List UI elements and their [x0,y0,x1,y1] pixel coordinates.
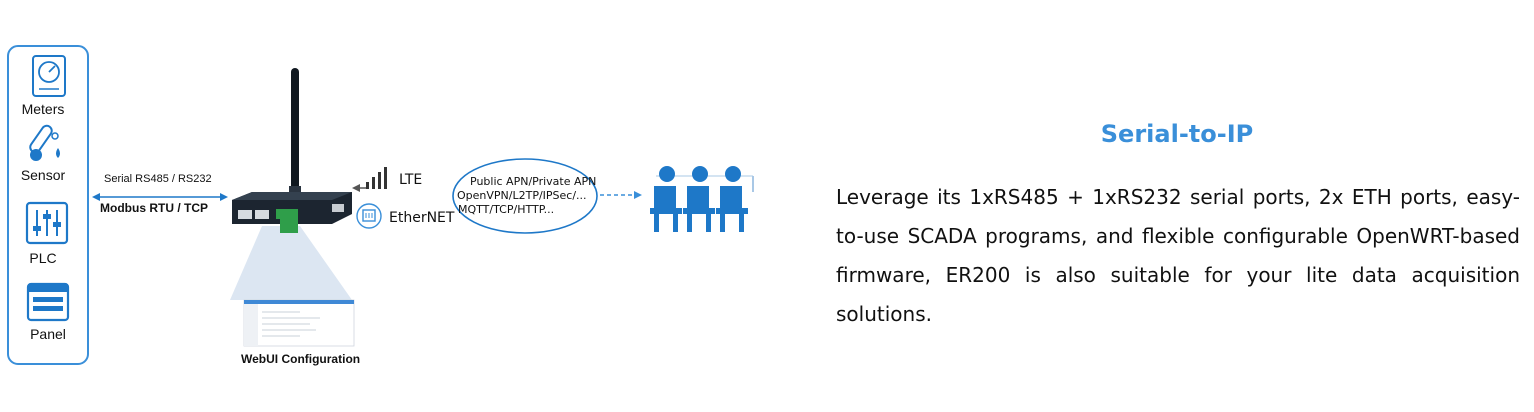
device-panel-frame [7,45,89,365]
thermometer-icon [29,124,60,161]
lte-label: LTE [399,172,423,188]
operator-link-arrow [600,191,642,199]
panel-icon [26,282,70,322]
ethernet-label: EtherNET [389,210,455,226]
plc-icon [25,201,69,245]
operators-icon [650,166,754,232]
serial-link-arrow [92,193,228,201]
webui-screenshot [243,299,355,347]
protocol-label: Modbus RTU / TCP [100,201,208,215]
webui-label: WebUI Configuration [241,352,361,366]
cloud-line-2: OpenVPN/L2TP/IPSec/... [457,189,587,202]
sensor-label: Sensor [20,167,66,183]
cloud-line-3: MQTT/TCP/HTTP... [458,203,555,216]
webui-projection [230,226,352,300]
meter-icon [32,55,66,97]
router-antenna [289,68,301,198]
diagram-graphics [7,45,754,365]
lte-link [352,167,387,192]
router-device [232,192,352,233]
plc-label: PLC [29,250,57,266]
cloud-line-1: Public APN/Private APN [470,175,597,188]
meters-label: Meters [21,101,65,117]
serial-link-label: Serial RS485 / RS232 [104,173,212,185]
panel-label: Panel [30,326,66,342]
section-heading: Serial-to-IP [1100,120,1254,148]
ethernet-icon [356,203,382,229]
network-cloud [452,158,598,234]
section-description: Leverage its 1xRS485 + 1xRS232 serial po… [836,185,1520,326]
